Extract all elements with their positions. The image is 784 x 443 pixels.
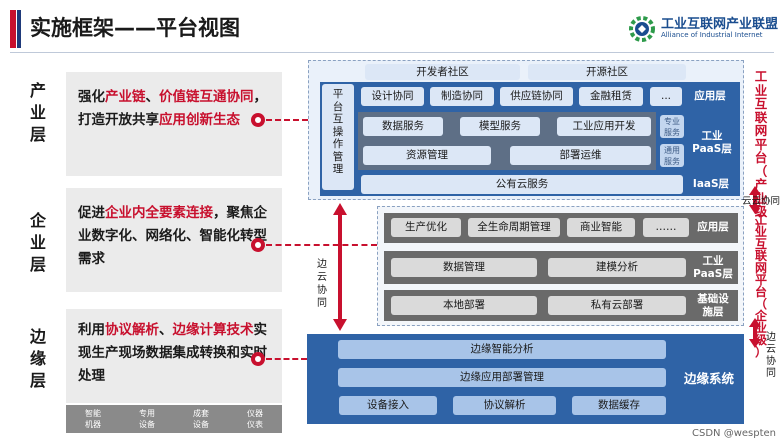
tier-label-edge: 边缘层 (29, 327, 46, 390)
aii-logo: 工业互联网产业联盟 Alliance of Industrial Interne… (627, 12, 779, 46)
edge-cloud-double-arrow-icon (333, 203, 347, 331)
device-instrument: 仪器仪表 (247, 409, 263, 429)
open-source-community: 开源社区 (528, 64, 686, 80)
edge-text-segment: 边缘计算技术 (172, 322, 254, 338)
developer-community: 开发者社区 (365, 64, 520, 80)
device-smart-machine: 智能机器 (85, 409, 101, 429)
connector-dot-enterprise (251, 238, 265, 252)
ent-app-business-intelligence: 商业智能 (567, 218, 635, 237)
app-more: ... (650, 87, 682, 106)
connector-dot-industry (251, 113, 265, 127)
industry-description-panel: 强化产业链、价值链互通协同，打造开放共享应用创新生态 (66, 72, 282, 176)
industry-text-segment: ，打造开放共享 (78, 89, 267, 128)
edge-text-segment: 实现生产现场数据集成转换和实时处理 (78, 322, 267, 384)
connector-line-industry (266, 119, 308, 121)
tag-professional-service: 专业服务 (660, 115, 684, 138)
paas-model-service: 模型服务 (460, 117, 540, 136)
cloud-app-layer-label: 应用层 (694, 90, 726, 102)
industry-text-segment: 、 (145, 89, 160, 105)
ent-app-lifecycle-management: 全生命周期管理 (468, 218, 560, 237)
logo-chinese-name: 工业互联网产业联盟 (661, 17, 779, 32)
device-complete-set: 成套设备 (193, 409, 209, 429)
page-title: 实施框架——平台视图 (30, 16, 240, 40)
ent-infra-local-deployment: 本地部署 (391, 296, 537, 315)
paas-data-service: 数据服务 (363, 117, 443, 136)
logo-english-name: Alliance of Industrial Internet (661, 31, 763, 39)
tag-general-service: 通用服务 (660, 144, 684, 167)
ent-infra-private-cloud: 私有云部署 (548, 296, 686, 315)
edge-app-deployment-management: 边缘应用部署管理 (338, 368, 666, 387)
device-strip: 智能机器 专用设备 成套设备 仪器仪表 (66, 405, 282, 433)
platform-interop-management: 平台互操作管理 (322, 84, 354, 190)
title-accent-bar-secondary (17, 10, 21, 48)
title-accent-bar (10, 10, 16, 48)
iaas-public-cloud: 公有云服务 (361, 175, 683, 194)
edge-cloud-collaboration-note: 边云协同 (317, 259, 327, 309)
edge-data-cache: 数据缓存 (572, 396, 666, 415)
device-special-equipment: 专用设备 (139, 409, 155, 429)
edge-intelligent-analysis: 边缘智能分析 (338, 340, 666, 359)
tier-label-industry: 产业层 (29, 81, 46, 144)
connector-line-enterprise (266, 244, 377, 246)
ent-paas-data-management: 数据管理 (391, 258, 537, 277)
paas-deploy-ops: 部署运维 (510, 146, 651, 165)
ent-app-production-optimization: 生产优化 (391, 218, 461, 237)
csdn-watermark: CSDN @wespten (692, 428, 776, 439)
edge-text-segment: 利用 (78, 322, 105, 338)
ent-paas-modeling-analysis: 建模分析 (548, 258, 686, 277)
paas-resource-management: 资源管理 (363, 146, 491, 165)
app-manufacturing-collaboration: 制造协同 (430, 87, 494, 106)
enterprise-text-segment: ，聚焦企业数字化、网络化、智能化转型需求 (78, 205, 267, 267)
edge-cloud-right-double-arrow-icon (749, 318, 761, 348)
enterprise-infra-label: 基础设施层 (697, 293, 729, 318)
app-finance-leasing: 金融租赁 (579, 87, 643, 106)
edge-cloud-right-note: 边云协同 (766, 332, 776, 379)
header-divider (10, 52, 774, 53)
enterprise-text-segment: 企业内全要素连接 (105, 205, 213, 221)
ent-app-more: …… (643, 218, 689, 237)
cloud-cloud-collaboration-note: 云云协同 (741, 196, 780, 207)
edge-system-label: 边缘系统 (683, 371, 734, 386)
industry-platform-side-title: 工业互联网平台（产业级） (754, 69, 768, 233)
edge-text-segment: 协议解析 (105, 322, 159, 338)
app-design-collaboration: 设计协同 (361, 87, 424, 106)
enterprise-description-panel: 促进企业内全要素连接，聚焦企业数字化、网络化、智能化转型需求 (66, 188, 282, 292)
industry-text-segment: 产业链 (105, 89, 146, 105)
edge-description-panel: 利用协议解析、边缘计算技术实现生产现场数据集成转换和实时处理 (66, 309, 282, 403)
paas-industrial-app-dev: 工业应用开发 (557, 117, 651, 136)
edge-device-access: 设备接入 (339, 396, 437, 415)
enterprise-app-layer-label: 应用层 (697, 221, 729, 233)
enterprise-platform-side-title: 工业互联网平台（企业级） (754, 213, 767, 359)
cloud-cloud-double-arrow-icon (749, 186, 761, 214)
industry-text-segment: 应用创新生态 (159, 112, 240, 128)
enterprise-text-segment: 促进 (78, 205, 105, 221)
connector-line-edge (266, 358, 307, 360)
edge-text-segment: 、 (159, 322, 173, 338)
gear-logo-icon (629, 16, 655, 42)
tier-label-enterprise: 企业层 (29, 211, 46, 274)
connector-dot-edge (251, 352, 265, 366)
industry-text-segment: 强化 (78, 89, 105, 105)
industry-text-segment: 价值链互通协同 (159, 89, 254, 105)
iaas-layer-label: IaaS层 (692, 178, 730, 190)
edge-protocol-parsing: 协议解析 (453, 396, 556, 415)
app-supply-chain-collaboration: 供应链协同 (500, 87, 573, 106)
